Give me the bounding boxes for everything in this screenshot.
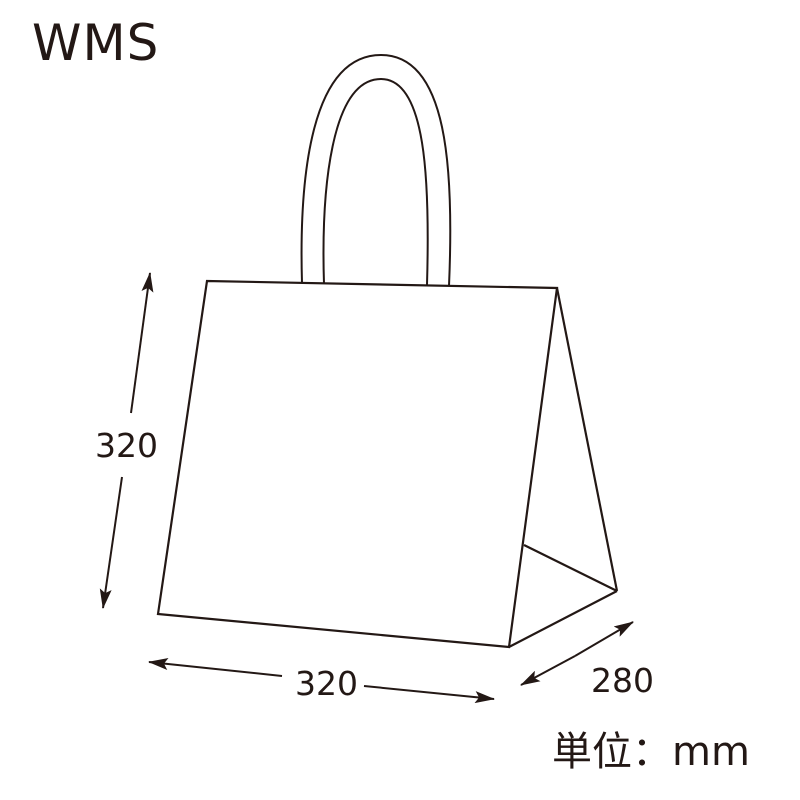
width-arrow-left [148, 658, 283, 677]
unit-label: 単位：mm [552, 729, 750, 775]
depth-dimension-label: 280 [591, 661, 654, 700]
bag-body [156, 279, 619, 649]
width-dimension-label: 320 [295, 664, 358, 703]
height-arrow-up [130, 272, 154, 414]
product-code-title: WMS [32, 14, 160, 72]
height-arrow-down [99, 476, 123, 609]
gusset-fold [523, 544, 618, 592]
front-panel [156, 279, 559, 649]
bottom-side-edge [508, 590, 618, 648]
handle [300, 53, 452, 287]
side-edge [555, 287, 619, 592]
depth-arrow-down [520, 655, 576, 686]
width-arrow-right [363, 685, 495, 704]
height-dimension-label: 320 [95, 426, 158, 465]
dimension-arrows [99, 272, 634, 704]
depth-arrow-up [574, 621, 634, 657]
